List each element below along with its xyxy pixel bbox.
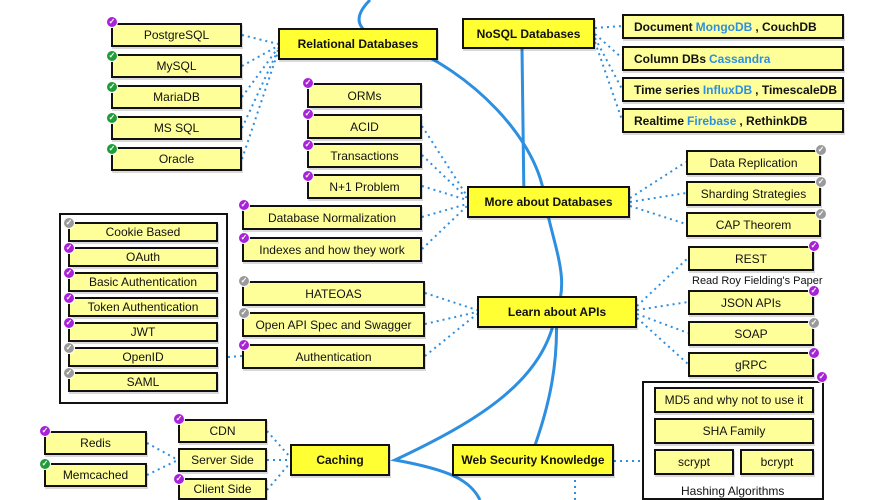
- nosql-document-highlight: MongoDB: [695, 19, 753, 34]
- api-auth-check-icon: ✓: [238, 339, 250, 351]
- md5-node[interactable]: MD5 and why not to use it: [654, 387, 814, 413]
- nosql-column-label: Column DBs: [634, 51, 706, 66]
- nosql-branch: [520, 47, 526, 203]
- database-normalization-node[interactable]: Database Normalization: [242, 205, 422, 230]
- mssql-node[interactable]: MS SQL: [111, 116, 242, 140]
- openapi-check-icon: ✓: [238, 307, 250, 319]
- learn-about-apis-node[interactable]: Learn about APIs: [477, 296, 637, 328]
- server-side-node[interactable]: Server Side: [178, 448, 267, 472]
- replication-check-icon: ✓: [815, 144, 827, 156]
- sharding-check-icon: ✓: [815, 176, 827, 188]
- cap-check-icon: ✓: [815, 208, 827, 220]
- relational-databases-node[interactable]: Relational Databases: [278, 28, 438, 60]
- cdn-check-icon: ✓: [173, 413, 185, 425]
- web-security-node[interactable]: Web Security Knowledge: [452, 444, 614, 476]
- dotted-links: [146, 25, 689, 491]
- nosql-timeseries-label: Time series: [634, 82, 700, 97]
- openid-check-icon: ✓: [63, 342, 75, 354]
- grpc-check-icon: ✓: [808, 347, 820, 359]
- n-plus-one-check-icon: ✓: [302, 170, 314, 182]
- caching-node[interactable]: Caching: [290, 444, 390, 476]
- jwt-node[interactable]: JWT: [68, 322, 218, 342]
- postgresql-check-icon: ✓: [106, 16, 118, 28]
- cookie-based-node[interactable]: Cookie Based: [68, 222, 218, 242]
- basic-auth-node[interactable]: Basic Authentication: [68, 272, 218, 292]
- oauth-node[interactable]: OAuth: [68, 247, 218, 267]
- rest-node[interactable]: REST: [688, 246, 814, 271]
- soap-node[interactable]: SOAP: [688, 321, 814, 346]
- client-side-check-icon: ✓: [173, 473, 185, 485]
- jwt-check-icon: ✓: [63, 317, 75, 329]
- acid-check-icon: ✓: [302, 108, 314, 120]
- cdn-node[interactable]: CDN: [178, 419, 267, 443]
- memcached-node[interactable]: Memcached: [44, 463, 147, 487]
- nosql-realtime-highlight: Firebase: [687, 113, 737, 128]
- basic-auth-check-icon: ✓: [63, 267, 75, 279]
- token-auth-node[interactable]: Token Authentication: [68, 297, 218, 317]
- oracle-node[interactable]: Oracle: [111, 147, 242, 171]
- indexes-node[interactable]: Indexes and how they work: [242, 237, 422, 262]
- grpc-node[interactable]: gRPC: [688, 352, 814, 377]
- oracle-check-icon: ✓: [106, 143, 118, 155]
- data-replication-node[interactable]: Data Replication: [686, 150, 821, 175]
- token-auth-check-icon: ✓: [63, 292, 75, 304]
- nosql-realtime-node[interactable]: Realtime Firebase , RethinkDB: [622, 108, 844, 133]
- redis-node[interactable]: Redis: [44, 431, 147, 455]
- api-authentication-node[interactable]: Authentication: [242, 344, 425, 369]
- rest-note-text: Read Roy Fielding's Paper: [692, 275, 823, 287]
- nosql-timeseries-highlight: InfluxDB: [702, 82, 753, 97]
- soap-check-icon: ✓: [808, 317, 820, 329]
- nosql-timeseries-node[interactable]: Time series InfluxDB , TimescaleDB: [622, 77, 844, 102]
- orms-node[interactable]: ORMs: [307, 83, 422, 108]
- nosql-realtime-rest: , RethinkDB: [739, 113, 808, 128]
- nosql-column-node[interactable]: Column DBs Cassandra: [622, 46, 844, 71]
- hashing-algorithms-label: Hashing Algorithms: [681, 484, 785, 498]
- nosql-document-node[interactable]: Document MongoDB , CouchDB: [622, 14, 844, 39]
- acid-node[interactable]: ACID: [307, 114, 422, 139]
- nosql-realtime-label: Realtime: [634, 113, 685, 128]
- json-apis-check-icon: ✓: [808, 285, 820, 297]
- transactions-check-icon: ✓: [302, 139, 314, 151]
- more-about-databases-node[interactable]: More about Databases: [467, 186, 630, 218]
- mariadb-node[interactable]: MariaDB: [111, 85, 242, 109]
- sha-family-node[interactable]: SHA Family: [654, 418, 814, 444]
- rest-check-icon: ✓: [808, 240, 820, 252]
- scrypt-node[interactable]: scrypt: [654, 449, 734, 475]
- saml-node[interactable]: SAML: [68, 372, 218, 392]
- hateoas-check-icon: ✓: [238, 275, 250, 287]
- oauth-check-icon: ✓: [63, 242, 75, 254]
- transactions-node[interactable]: Transactions: [307, 143, 422, 168]
- bcrypt-node[interactable]: bcrypt: [740, 449, 814, 475]
- mssql-check-icon: ✓: [106, 112, 118, 124]
- nosql-document-rest: , CouchDB: [755, 19, 817, 34]
- security-branch: [528, 311, 559, 461]
- memcached-check-icon: ✓: [39, 458, 51, 470]
- mysql-node[interactable]: MySQL: [111, 54, 242, 78]
- mysql-check-icon: ✓: [106, 50, 118, 62]
- hateoas-node[interactable]: HATEOAS: [242, 281, 425, 306]
- redis-check-icon: ✓: [39, 425, 51, 437]
- cap-theorem-node[interactable]: CAP Theorem: [686, 212, 821, 237]
- normalization-check-icon: ✓: [238, 199, 250, 211]
- nosql-column-highlight: Cassandra: [709, 51, 771, 66]
- openapi-node[interactable]: Open API Spec and Swagger: [242, 312, 425, 337]
- nosql-databases-node[interactable]: NoSQL Databases: [462, 18, 595, 49]
- postgresql-node[interactable]: PostgreSQL: [111, 23, 242, 47]
- n-plus-one-node[interactable]: N+1 Problem: [307, 174, 422, 199]
- client-side-node[interactable]: Client Side: [178, 478, 267, 500]
- saml-check-icon: ✓: [63, 367, 75, 379]
- nosql-timeseries-rest: , TimescaleDB: [755, 82, 837, 97]
- indexes-check-icon: ✓: [238, 232, 250, 244]
- json-apis-node[interactable]: JSON APIs: [688, 290, 814, 315]
- hashing-check-icon: ✓: [816, 371, 828, 383]
- openid-node[interactable]: OpenID: [68, 347, 218, 367]
- cookie-check-icon: ✓: [63, 217, 75, 229]
- sharding-strategies-node[interactable]: Sharding Strategies: [686, 181, 821, 206]
- orms-check-icon: ✓: [302, 77, 314, 89]
- nosql-document-label: Document: [634, 19, 693, 34]
- mariadb-check-icon: ✓: [106, 81, 118, 93]
